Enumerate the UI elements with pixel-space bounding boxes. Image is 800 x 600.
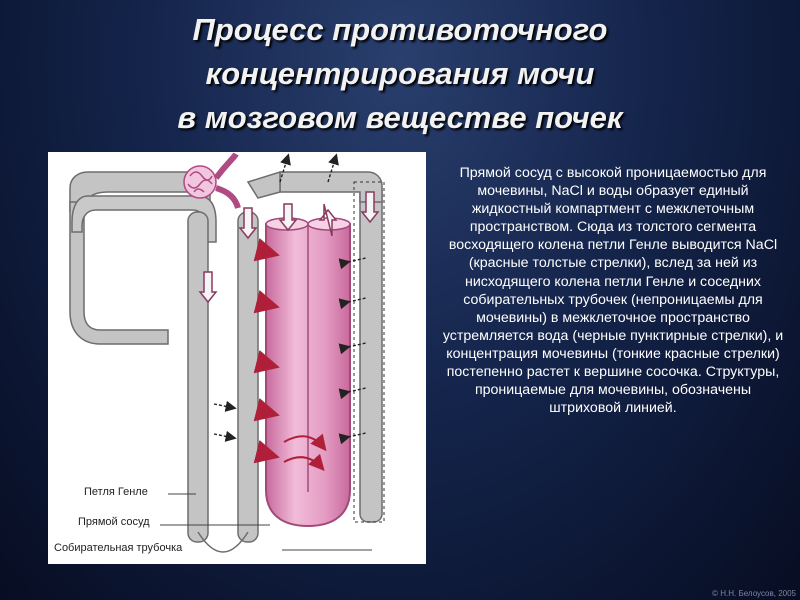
collecting-duct-dash [353,181,385,523]
nephron-diagram: Петля Генле Прямой сосуд Собирательная т… [48,152,426,564]
label-vasa-recta: Прямой сосуд [78,516,150,528]
label-collecting-duct: Собирательная трубочка [54,542,183,554]
title-line-3: в мозговом веществе почек [177,100,623,135]
vasa-recta [265,217,351,528]
glomerulus [183,152,241,209]
nacl-arrows [253,237,327,471]
loop-henle-bottom [197,531,249,553]
water-arrows [213,153,367,445]
label-leaders [160,493,372,551]
title-line-2: концентрирования мочи [205,56,595,91]
credit-text: © Н.Н. Белоусов, 2005 [712,589,796,598]
flow-arrows [198,191,380,304]
nephron-tubule [69,170,383,543]
title-line-1: Процесс противоточного [192,12,608,47]
label-loop-henle: Петля Генле [84,486,148,498]
slide-title: Процесс противоточного концентрирования … [0,8,800,140]
nephron-diagram-svg [69,152,385,553]
caption-text: Прямой сосуд с высокой проницаемостью дл… [442,165,784,417]
